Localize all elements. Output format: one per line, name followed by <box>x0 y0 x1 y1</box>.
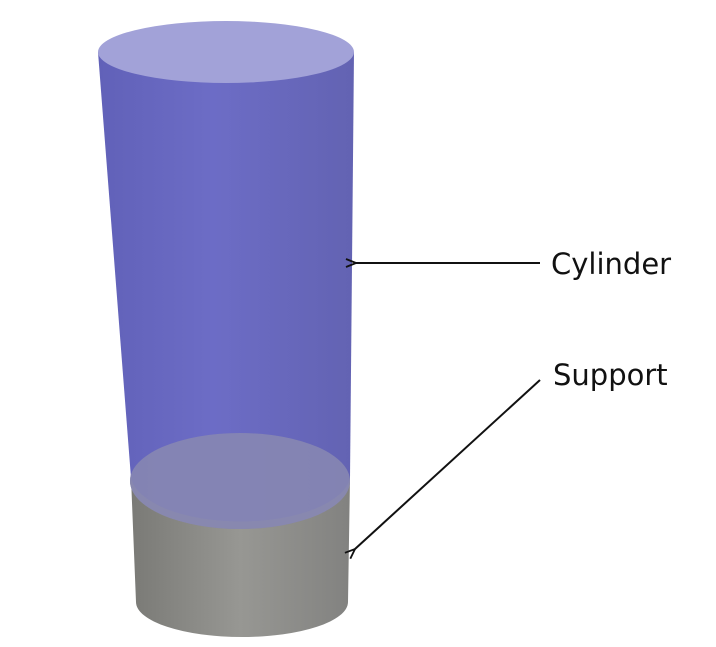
support-arrow <box>355 379 541 549</box>
cylinder-body <box>98 52 354 522</box>
support-label: Support <box>553 358 668 392</box>
cylinder-shape <box>98 21 354 529</box>
cylinder-label: Cylinder <box>551 247 671 281</box>
cylinder-bottom-face <box>130 433 350 529</box>
cylinder-top-face <box>98 21 354 83</box>
